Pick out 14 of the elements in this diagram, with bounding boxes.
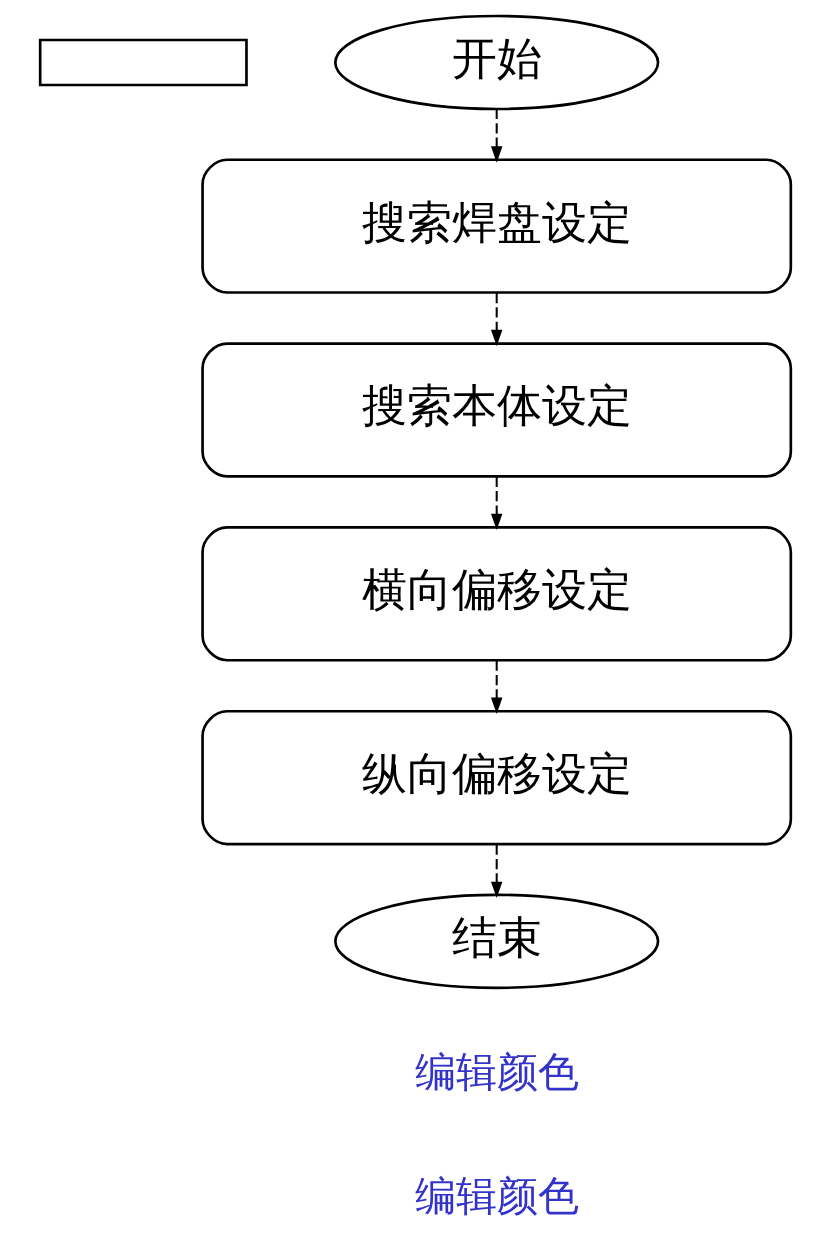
node-box bbox=[38, 38, 248, 87]
arrow bbox=[490, 660, 503, 714]
arrow bbox=[490, 844, 503, 898]
node-box: 搜索焊盘设定 bbox=[201, 158, 793, 294]
arrow bbox=[490, 108, 503, 163]
label: 编辑颜色 bbox=[414, 1172, 579, 1221]
node-box: 横向偏移设定 bbox=[201, 526, 793, 662]
node-box: 纵向偏移设定 bbox=[201, 709, 793, 846]
node-ellipse: 结束 bbox=[334, 893, 660, 990]
node-ellipse: 开始 bbox=[334, 14, 660, 111]
node-box: 搜索本体设定 bbox=[201, 342, 793, 478]
arrow bbox=[490, 476, 503, 531]
arrow bbox=[490, 293, 503, 347]
label: 编辑颜色 bbox=[414, 1047, 579, 1096]
